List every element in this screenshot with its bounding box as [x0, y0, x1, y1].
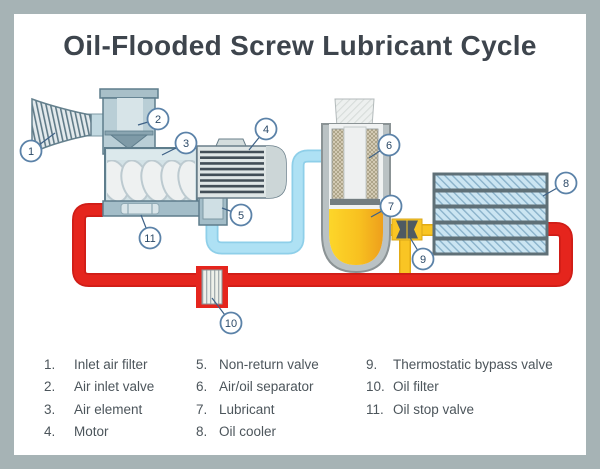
legend-item-label: Air inlet valve	[74, 379, 155, 395]
callout-2: 2	[137, 107, 170, 131]
callout-7: 7	[370, 194, 403, 218]
callout-8: 8	[542, 171, 578, 197]
legend-item: 2. Air inlet valve	[44, 376, 154, 398]
callout-circle	[19, 139, 43, 163]
thermostatic-bypass-valve	[391, 218, 423, 241]
callout-6: 6	[368, 133, 401, 159]
legend-item: 10. Oil filter	[366, 376, 553, 398]
legend-item-number: 5.	[196, 357, 208, 372]
callout-number: 9	[420, 254, 426, 266]
oil-return-pipe	[72, 203, 573, 287]
callout-number: 6	[386, 140, 392, 152]
callout-number: 4	[263, 124, 269, 136]
callout-5: 5	[221, 203, 253, 227]
legend-item-number: 9.	[366, 357, 378, 372]
callout-3: 3	[161, 131, 198, 156]
callout-number: 8	[563, 178, 569, 190]
callout-11: 11	[138, 214, 162, 250]
callout-number: 5	[238, 210, 244, 222]
callout-number: 11	[144, 233, 155, 245]
callout-circle	[379, 194, 403, 218]
callout-number: 3	[183, 138, 189, 150]
oil-cooler	[432, 172, 549, 256]
legend-item-label: Lubricant	[219, 401, 275, 417]
legend-item-label: Thermostatic bypass valve	[393, 357, 553, 372]
callout-number: 1	[28, 146, 34, 158]
legend-item-label: Oil cooler	[219, 423, 277, 439]
callout-number: 2	[155, 114, 161, 126]
legend-item-number: 6.	[196, 379, 208, 395]
lubricant-cycle-diagram: 1 2 3 4	[19, 88, 578, 335]
legend-item: 7. Lubricant	[196, 399, 319, 421]
callout-number: 10	[225, 318, 237, 330]
legend-item-label: Air element	[74, 401, 143, 417]
legend-item-label: Non-return valve	[219, 357, 319, 372]
legend-item-number: 8.	[196, 423, 208, 439]
callout-circle	[229, 203, 253, 227]
oil-stop-valve	[120, 203, 160, 215]
callout-1: 1	[19, 132, 56, 163]
callout-circle	[174, 131, 198, 155]
callout-9: 9	[408, 235, 435, 271]
page-title: Oil-Flooded Screw Lubricant Cycle	[63, 30, 537, 61]
air-oil-separator	[321, 98, 391, 274]
legend-item: 4. Motor	[44, 421, 154, 443]
legend-column-1: 1. Inlet air filter 2. Air inlet valve 3…	[44, 354, 154, 443]
callout-circle	[554, 171, 578, 195]
screw-rotor	[107, 160, 195, 201]
callout-4: 4	[248, 117, 278, 151]
legend-item-label: Air/oil separator	[219, 379, 314, 395]
callout-circle	[146, 107, 170, 131]
legend-item-number: 4.	[44, 423, 56, 439]
legend-column-2: 5. Non-return valve 6. Air/oil separator…	[196, 354, 319, 443]
lubricant-oil	[329, 209, 383, 265]
callout-10: 10	[211, 297, 243, 335]
legend-item-number: 1.	[44, 357, 56, 372]
callout-circle	[219, 311, 243, 335]
legend-item: 9. Thermostatic bypass valve	[366, 354, 553, 376]
callout-circle	[411, 247, 435, 271]
legend-item: 6. Air/oil separator	[196, 376, 319, 398]
legend-item-label: Motor	[74, 423, 109, 439]
legend-item-number: 7.	[196, 401, 208, 417]
legend-item-label: Inlet air filter	[74, 357, 148, 372]
legend-item-label: Oil stop valve	[393, 401, 475, 417]
legend-item: 5. Non-return valve	[196, 354, 319, 376]
callout-circle	[138, 226, 162, 250]
separator-filter-element	[331, 128, 345, 200]
legend-item-number: 11.	[366, 401, 384, 417]
legend-item: 1. Inlet air filter	[44, 354, 154, 376]
legend-column-3: 9. Thermostatic bypass valve 10. Oil fil…	[366, 354, 553, 421]
legend-item: 8. Oil cooler	[196, 421, 319, 443]
legend-item-label: Oil filter	[393, 379, 439, 395]
callout-circle	[377, 133, 401, 157]
legend-item-number: 3.	[44, 401, 56, 417]
callout-circle	[254, 117, 278, 141]
air-element	[104, 147, 198, 204]
callout-number: 7	[388, 201, 394, 213]
content-panel: Oil-Flooded Screw Lubricant Cycle	[14, 14, 586, 455]
motor-fins	[200, 150, 264, 194]
legend-item-number: 2.	[44, 379, 56, 395]
motor	[196, 138, 287, 199]
inlet-air-filter	[31, 97, 110, 155]
oil-filter	[196, 266, 228, 308]
compressed-air-pipe	[205, 149, 325, 255]
legend-item-number: 10.	[366, 379, 385, 395]
legend-item: 3. Air element	[44, 399, 154, 421]
legend-item: 11. Oil stop valve	[366, 399, 553, 421]
